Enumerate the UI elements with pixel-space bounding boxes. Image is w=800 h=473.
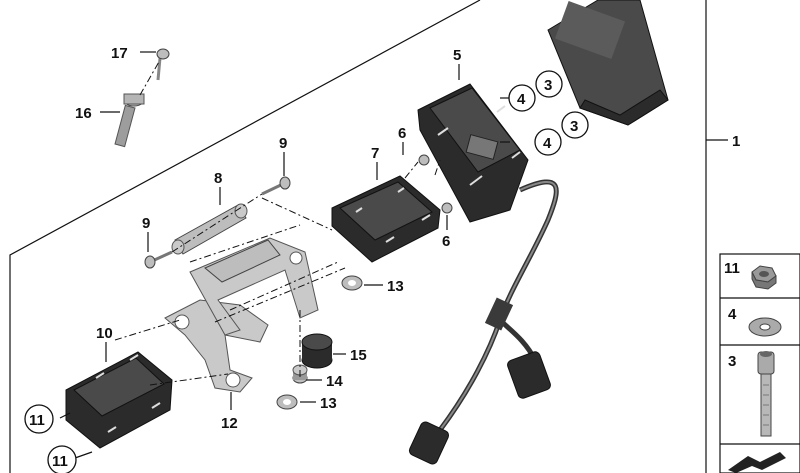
bracket-part-12: [164, 237, 319, 393]
rubber-block-part-7: [331, 175, 441, 263]
label-10: 10: [96, 325, 113, 342]
callout-ring-4-lower: [534, 128, 562, 156]
callout-ring-3-lower: [561, 111, 589, 139]
callout-ring-11-upper: [24, 404, 54, 434]
callout-ring-11-lower: [47, 445, 77, 473]
label-15: 15: [350, 347, 367, 364]
assembly-guide-lines: [114, 59, 441, 386]
legend-label-3: 3: [728, 353, 736, 370]
callout-ring-4-upper: [508, 84, 536, 112]
legend-label-11: 11: [724, 260, 740, 277]
screw-part-16: [114, 93, 145, 148]
legend-label-4: 4: [728, 306, 737, 323]
label-1: 1: [732, 133, 740, 150]
screw-part-17: [156, 48, 170, 81]
washer-icon: [748, 317, 782, 337]
damper-part-15: [301, 333, 333, 369]
wiring-cable: [408, 179, 559, 465]
hex-nut-icon: [751, 265, 777, 290]
label-5: 5: [453, 47, 461, 64]
arrow-icon: [728, 452, 786, 473]
washer-13-lower-hole: [283, 399, 291, 405]
leader-lines: [59, 51, 510, 459]
label-17: 17: [111, 45, 128, 62]
tube-part-8: [171, 203, 248, 255]
screw-9-upper: [261, 176, 291, 196]
cover-part: [547, 0, 669, 126]
washer-13-upper-hole: [348, 280, 356, 286]
callout-ring-3-upper: [535, 70, 563, 98]
label-6-upper: 6: [398, 125, 406, 142]
label-4-upper: 4: [517, 91, 526, 108]
label-12: 12: [221, 415, 238, 432]
label-11-lower: 11: [52, 453, 68, 470]
rubber-block-part-10: [65, 351, 173, 449]
label-13-upper: 13: [387, 278, 404, 295]
label-9-lower: 9: [142, 215, 150, 232]
label-4-lower: 4: [543, 135, 552, 152]
label-9-upper: 9: [279, 135, 287, 152]
label-6-lower: 6: [442, 233, 450, 250]
screw-9-lower: [144, 250, 173, 269]
label-13-lower: 13: [320, 395, 337, 412]
socket-screw-icon: [757, 351, 775, 437]
washer-6-lower: [441, 202, 453, 214]
label-8: 8: [214, 170, 222, 187]
label-16: 16: [75, 105, 92, 122]
washer-6-upper: [418, 154, 430, 166]
label-3-lower: 3: [570, 118, 578, 135]
holder-part-5: [417, 83, 529, 223]
label-7: 7: [371, 145, 379, 162]
label-11-upper: 11: [29, 412, 45, 429]
label-3-upper: 3: [544, 77, 552, 94]
assembly-frame: [9, 0, 728, 473]
label-14: 14: [326, 373, 343, 390]
legend-panel: 11 4 3: [719, 253, 800, 473]
